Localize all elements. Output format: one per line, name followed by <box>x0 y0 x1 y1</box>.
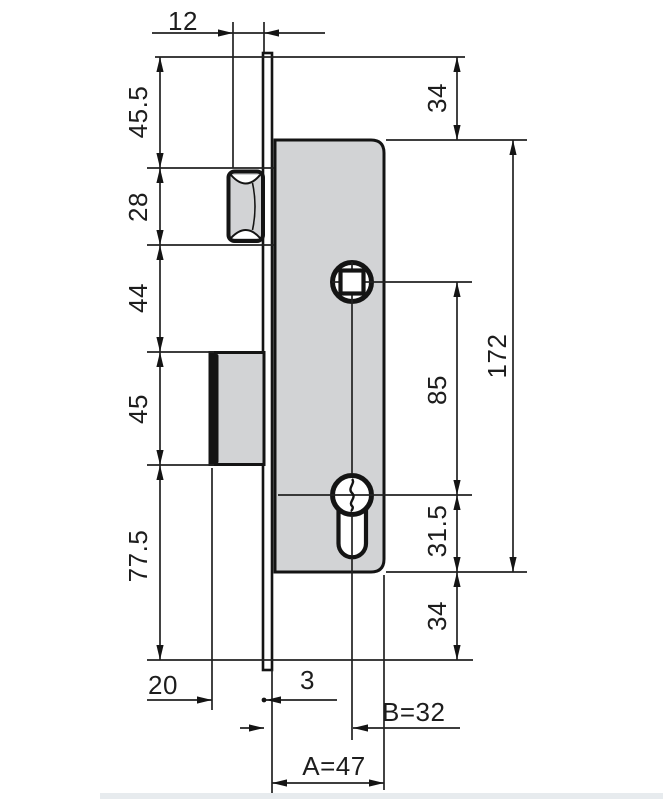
dim-latch-to-bolt: 44 <box>123 283 153 313</box>
roller-latch <box>226 169 265 243</box>
dim-latch-height: 28 <box>123 192 153 222</box>
dim-latch-protrusion: 12 <box>168 6 198 36</box>
dim-case-depth: A=47 <box>302 751 366 781</box>
page-edge-strip <box>100 793 663 799</box>
deadbolt <box>208 351 266 466</box>
dim-case-bottom-offset: 34 <box>422 601 452 631</box>
dim-faceplate-thickness: 3 <box>300 665 315 695</box>
extension-lines <box>147 22 527 795</box>
dim-case-top-offset: 34 <box>422 83 452 113</box>
dim-bolt-to-bottom: 77.5 <box>123 529 153 583</box>
dim-spindle-to-cylinder: 85 <box>422 375 452 405</box>
dim-top-to-latch: 45.5 <box>123 85 153 139</box>
dim-cylinder-to-bottom: 31.5 <box>422 504 452 558</box>
dim-backset: B=32 <box>382 697 446 727</box>
spindle-square <box>338 268 366 296</box>
dim-bolt-height: 45 <box>123 394 153 424</box>
arrowheads <box>156 29 517 787</box>
dim-bolt-throw: 20 <box>148 670 178 700</box>
dim-case-height: 172 <box>482 333 512 379</box>
keyway-profile <box>349 478 355 513</box>
lock-case <box>273 138 386 574</box>
